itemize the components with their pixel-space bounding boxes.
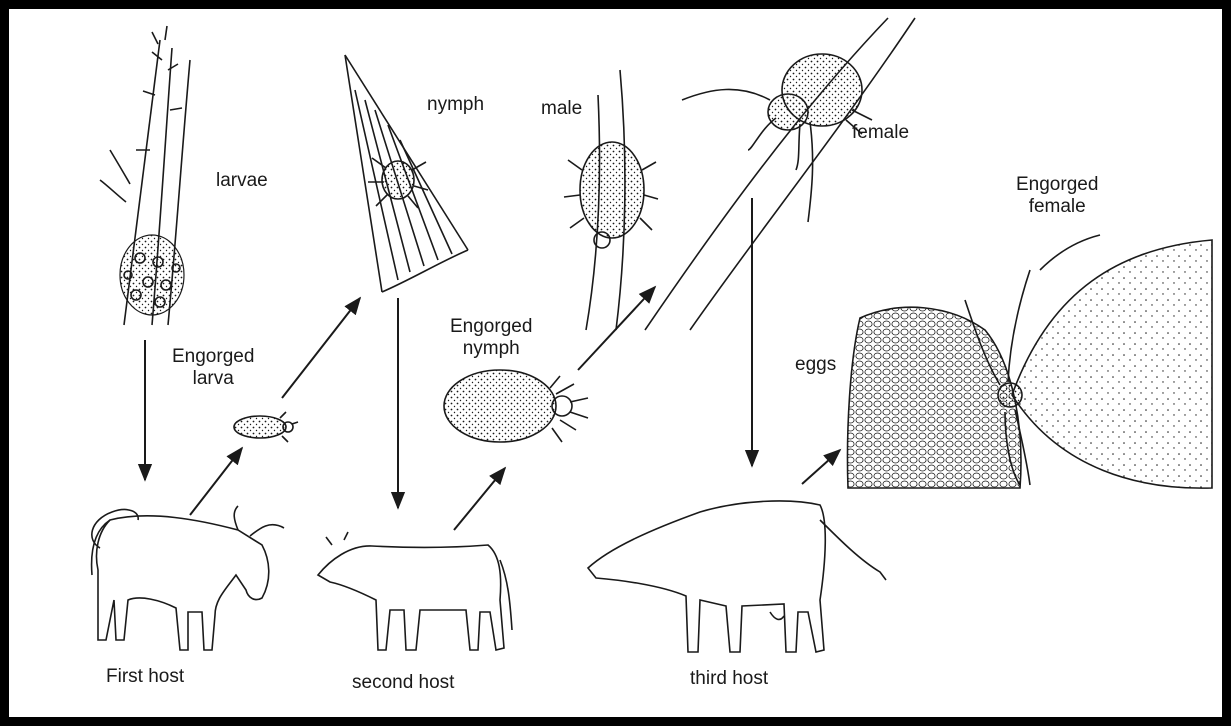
label-second-host: second host [352, 672, 454, 694]
engorged-nymph-illustration [444, 370, 588, 442]
label-engorged-nymph-line1: Engorged [450, 316, 532, 338]
label-engorged-female: Engorged female [1016, 174, 1098, 218]
engorged-larva-illustration [234, 412, 298, 442]
label-first-host: First host [106, 666, 184, 688]
label-engorged-larva-line1: Engorged [172, 346, 254, 368]
label-engorged-larva-line2: larva [172, 368, 254, 390]
label-larvae: larvae [216, 170, 268, 192]
label-engorged-female-line1: Engorged [1016, 174, 1098, 196]
egg-mass-illustration [848, 307, 1021, 488]
label-engorged-larva: Engorged larva [172, 346, 254, 390]
label-engorged-nymph: Engorged nymph [450, 316, 532, 360]
third-host-cow-illustration [588, 501, 886, 652]
label-nymph: nymph [427, 94, 484, 116]
nymph-on-grass-blade-illustration [345, 55, 468, 292]
label-male: male [541, 98, 582, 120]
first-host-ox-illustration [92, 506, 284, 650]
label-eggs: eggs [795, 354, 836, 376]
larvae-on-grass-illustration [100, 26, 190, 325]
label-third-host: third host [690, 668, 768, 690]
label-engorged-nymph-line2: nymph [450, 338, 532, 360]
female-tick-on-stem-illustration [645, 18, 915, 330]
label-female: female [852, 122, 909, 144]
second-host-calf-illustration [318, 532, 512, 650]
label-engorged-female-line2: female [1016, 196, 1098, 218]
